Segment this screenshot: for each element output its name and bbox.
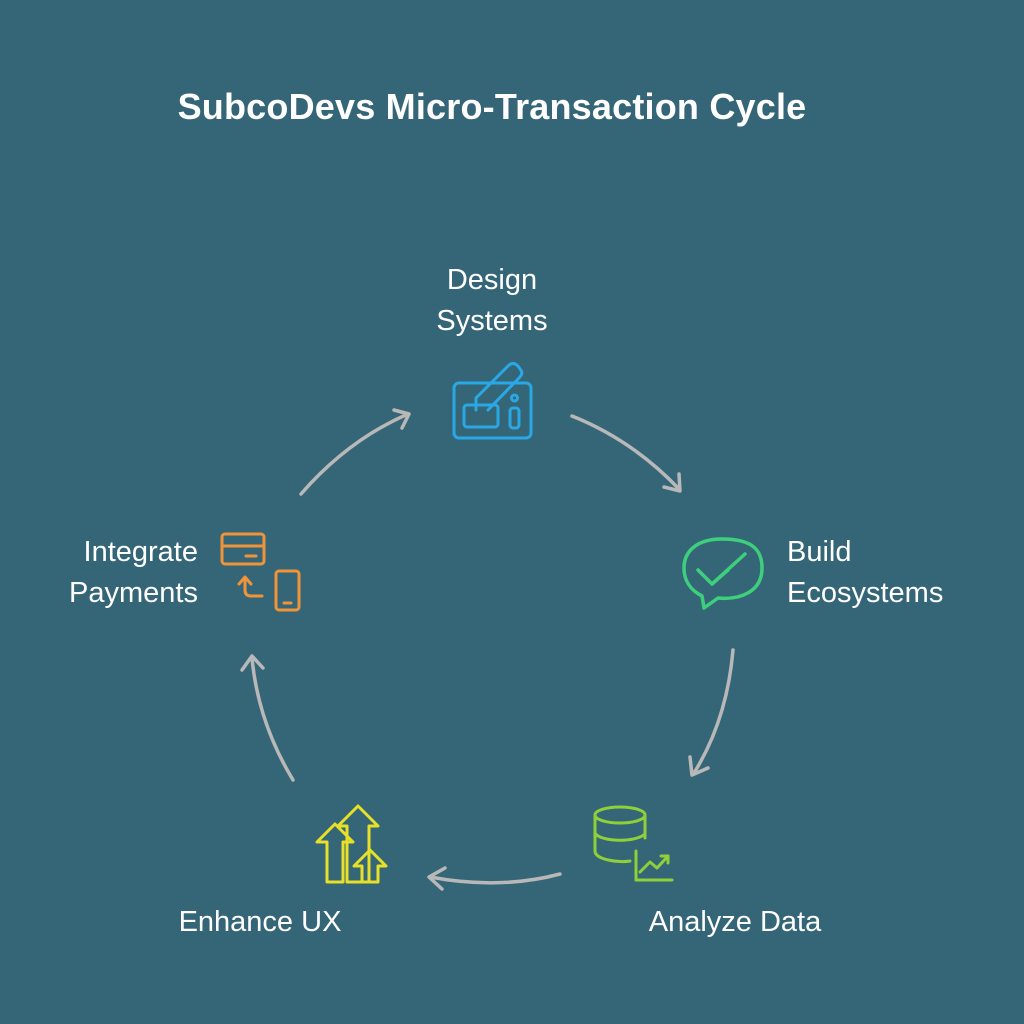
card-phone-payment-icon bbox=[220, 532, 301, 612]
arrow-integrate-to-design bbox=[299, 408, 411, 496]
step-label-line: Payments bbox=[69, 577, 198, 609]
growth-arrows-icon bbox=[315, 804, 388, 884]
step-label-analyze: Analyze Data bbox=[560, 902, 910, 943]
step-label-integrate: Integrate Payments bbox=[20, 532, 198, 614]
chat-check-icon bbox=[682, 537, 764, 610]
database-chart-icon bbox=[593, 805, 674, 882]
step-label-design: Design Systems bbox=[392, 260, 592, 342]
step-label-line: Ecosystems bbox=[787, 577, 944, 609]
arrow-design-to-build bbox=[570, 414, 682, 493]
step-label-line: Enhance UX bbox=[178, 906, 342, 938]
step-label-enhance: Enhance UX bbox=[120, 902, 400, 943]
step-label-line: Build bbox=[787, 536, 852, 568]
step-label-line: Systems bbox=[436, 305, 548, 337]
design-tablet-icon bbox=[452, 362, 533, 440]
arrow-analyze-to-enhance bbox=[427, 866, 562, 891]
step-label-line: Analyze Data bbox=[648, 906, 822, 938]
arrow-enhance-to-integrate bbox=[240, 654, 295, 782]
diagram-title: SubcoDevs Micro-Transaction Cycle bbox=[177, 86, 807, 127]
step-label-build: Build Ecosystems bbox=[787, 532, 943, 614]
arrow-build-to-analyze bbox=[688, 648, 735, 777]
step-label-line: Design bbox=[446, 264, 538, 296]
step-label-line: Integrate bbox=[83, 536, 198, 568]
